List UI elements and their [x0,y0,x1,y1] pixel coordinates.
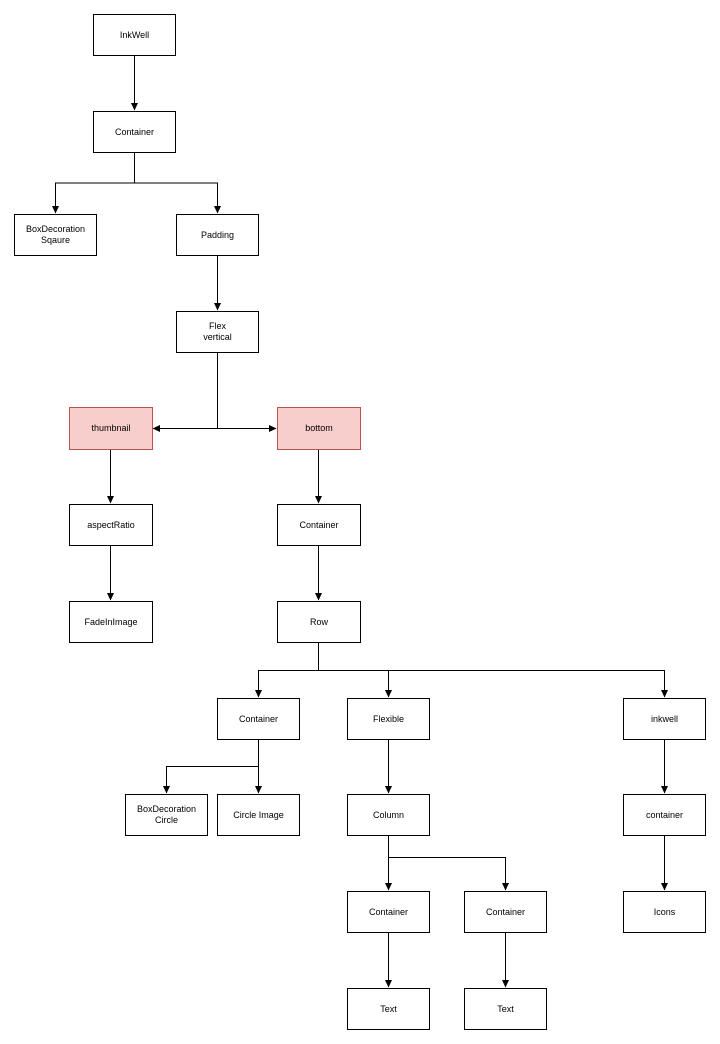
node-inkwell-container[interactable]: container [623,794,706,836]
node-icons[interactable]: Icons [623,891,706,933]
node-row-container[interactable]: Container [217,698,300,740]
edge-row-flexible [318,670,392,698]
node-aspect-ratio[interactable]: aspectRatio [69,504,153,546]
edge-column-container-right [388,857,509,891]
node-row[interactable]: Row [277,601,361,643]
node-column[interactable]: Column [347,794,430,836]
node-boxdecoration-circle[interactable]: BoxDecoration Circle [125,794,208,836]
edge-container-boxdecoration-square [52,152,135,214]
edge-container-boxdecoration-circle [163,740,259,794]
node-thumbnail[interactable]: thumbnail [69,407,153,450]
edge-flex-thumbnail [152,353,218,432]
node-text-left[interactable]: Text [347,988,430,1030]
node-fade-in-image[interactable]: FadeInImage [69,601,153,643]
node-inkwell[interactable]: inkwell [623,698,706,740]
edge-row-inkwell [388,670,668,698]
node-column-container-right[interactable]: Container [464,891,547,933]
node-circle-image[interactable]: Circle Image [217,794,300,836]
node-inkwell-root[interactable]: InkWell [93,14,176,56]
edge-container-padding [134,182,221,214]
node-bottom[interactable]: bottom [277,407,361,450]
node-flex-vertical[interactable]: Flex vertical [176,311,259,353]
node-column-container-left[interactable]: Container [347,891,430,933]
node-text-right[interactable]: Text [464,988,547,1030]
node-flexible[interactable]: Flexible [347,698,430,740]
node-boxdecoration-square[interactable]: BoxDecoration Sqaure [14,214,97,256]
node-container[interactable]: Container [93,111,176,153]
node-padding[interactable]: Padding [176,214,259,256]
edge-row-container [255,643,319,698]
node-bottom-container[interactable]: Container [277,504,361,546]
